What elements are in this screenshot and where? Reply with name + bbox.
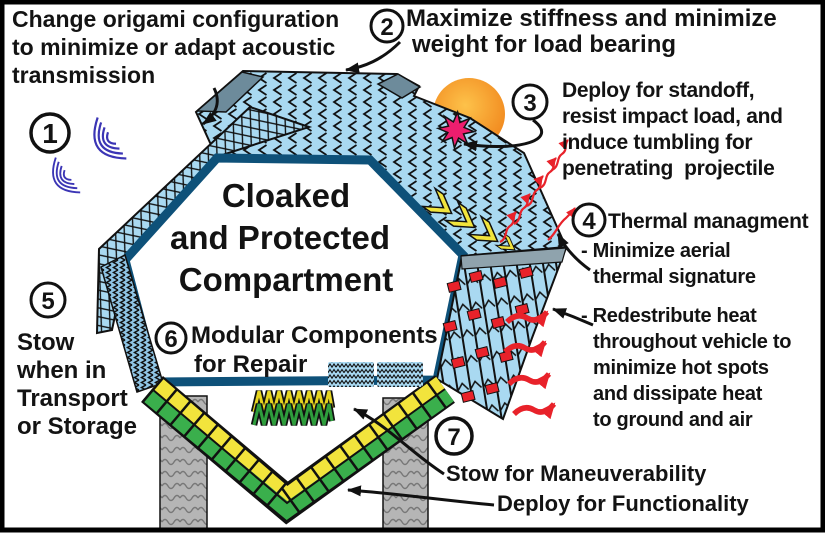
label-7-line-2: Deploy for Functionality <box>497 491 750 516</box>
label-4-b2-line-5: to ground and air <box>593 409 753 431</box>
label-4-b2-line-1: - Redestribute heat <box>581 305 757 327</box>
deployed-skirt <box>141 375 455 525</box>
right-thermal-panel <box>435 246 568 421</box>
badge-5-number: 5 <box>41 288 54 315</box>
red-heat-cells <box>442 266 534 403</box>
label-2-line-1: Maximize stiffness and minimize <box>406 5 777 32</box>
label-2-line-2: weight for load bearing <box>411 31 676 58</box>
label-5-stow: Stow when in Transport or Storage <box>16 329 137 440</box>
arrow-1 <box>202 87 219 126</box>
arrow-3 <box>463 118 543 152</box>
badge-2: 2 <box>369 8 405 44</box>
label-4-thermal: Thermal managment - Minimize aerial ther… <box>581 210 809 431</box>
arrow-deploy <box>347 485 495 507</box>
badge-2-number: 2 <box>380 14 393 41</box>
badge-4-number: 4 <box>582 208 596 235</box>
badge-6-number: 6 <box>164 326 177 353</box>
label-1-line-3: transmission <box>12 62 155 88</box>
label-5-line-3: Transport <box>17 385 128 412</box>
label-5-line-2: when in <box>16 357 106 384</box>
label-4-b1-line-2: thermal signature <box>593 266 756 288</box>
label-4-b2-line-3: minimize hot spots <box>593 357 769 379</box>
label-3-line-2: resist impact load, and <box>562 105 783 128</box>
badge-5: 5 <box>29 281 67 319</box>
compartment-label-line-2: and Protected <box>170 219 390 256</box>
badge-4: 4 <box>571 202 607 238</box>
arrow-redistribute <box>552 307 594 327</box>
annotation-arrows <box>202 40 594 507</box>
compressed-spring-icon <box>250 390 336 426</box>
acoustic-waves-icon <box>52 117 127 194</box>
label-4-b1-line-1: - Minimize aerial <box>581 240 730 262</box>
roof-corner-right <box>376 73 422 99</box>
label-2-stiffness: Maximize stiffness and minimize weight f… <box>406 5 777 58</box>
label-1-line-2: to minimize or adapt acoustic <box>12 34 336 60</box>
label-6-modular: Modular Components for Repair <box>191 322 438 378</box>
redistribute-heat-arrows <box>503 310 557 420</box>
label-4-title: Thermal managment <box>608 210 809 233</box>
label-7-skirt: Stow for Maneuverability Deploy for Func… <box>446 461 750 516</box>
label-7-line-1: Stow for Maneuverability <box>446 461 707 486</box>
badge-3: 3 <box>511 83 549 121</box>
label-3-line-4: penetrating projectile <box>562 157 774 180</box>
number-badges: 1 2 3 4 5 6 7 <box>29 8 607 456</box>
badge-1-number: 1 <box>42 118 58 149</box>
label-6-line-2: for Repair <box>194 351 307 378</box>
heat-squiggle-to-4 <box>547 207 576 241</box>
roof-corner-left <box>195 71 265 113</box>
compartment-label-line-3: Compartment <box>179 261 394 298</box>
label-5-line-1: Stow <box>17 329 75 356</box>
label-4-b2-line-2: throughout vehicle to <box>593 331 791 353</box>
label-1-line-1: Change origami configuration <box>12 6 339 32</box>
badge-6: 6 <box>154 321 188 355</box>
yellow-chevron-band <box>419 186 516 251</box>
badge-1: 1 <box>29 112 71 154</box>
modular-component-stacks <box>328 362 423 387</box>
label-4-b2-line-4: and dissipate heat <box>593 383 763 405</box>
label-5-line-4: or Storage <box>17 413 137 440</box>
compartment-label: Cloaked and Protected Compartment <box>170 177 393 298</box>
badge-7-number: 7 <box>447 424 460 451</box>
arrow-2 <box>345 40 402 74</box>
badge-7: 7 <box>434 416 474 456</box>
aerial-heat-arrows <box>499 139 576 243</box>
label-3-line-1: Deploy for standoff, <box>562 79 754 102</box>
label-6-line-1: Modular Components <box>191 322 438 349</box>
impact-star-icon <box>435 109 477 151</box>
label-3-line-3: induce tumbling for <box>562 131 752 154</box>
label-1-acoustic: Change origami configuration to minimize… <box>12 6 339 88</box>
compartment-label-line-1: Cloaked <box>222 177 350 214</box>
label-3-standoff: Deploy for standoff, resist impact load,… <box>562 79 783 180</box>
arrow-4 <box>556 233 591 272</box>
arrow-stow <box>353 407 445 476</box>
badge-3-number: 3 <box>523 90 536 117</box>
